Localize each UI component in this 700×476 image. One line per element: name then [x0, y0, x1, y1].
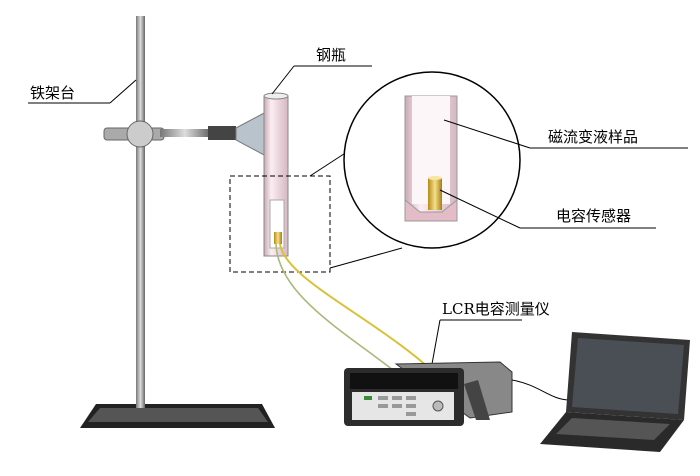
label-sensor: 电容传感器	[556, 207, 632, 225]
laptop	[540, 332, 690, 452]
stand-rod	[136, 16, 145, 408]
label-meter: LCR电容测量仪	[442, 300, 550, 318]
magnified-view	[343, 71, 521, 249]
clamp	[103, 111, 267, 157]
label-stand: 铁架台	[30, 84, 76, 102]
stand-base	[80, 404, 275, 428]
label-sample: 磁流变液样品	[548, 128, 639, 146]
steel-cylinder	[263, 92, 289, 257]
lcr-meter	[344, 361, 513, 426]
label-cylinder: 钢瓶	[316, 46, 347, 64]
wire-yellow	[279, 243, 441, 379]
zoom-region-box	[229, 175, 331, 273]
wire-green	[275, 243, 411, 385]
